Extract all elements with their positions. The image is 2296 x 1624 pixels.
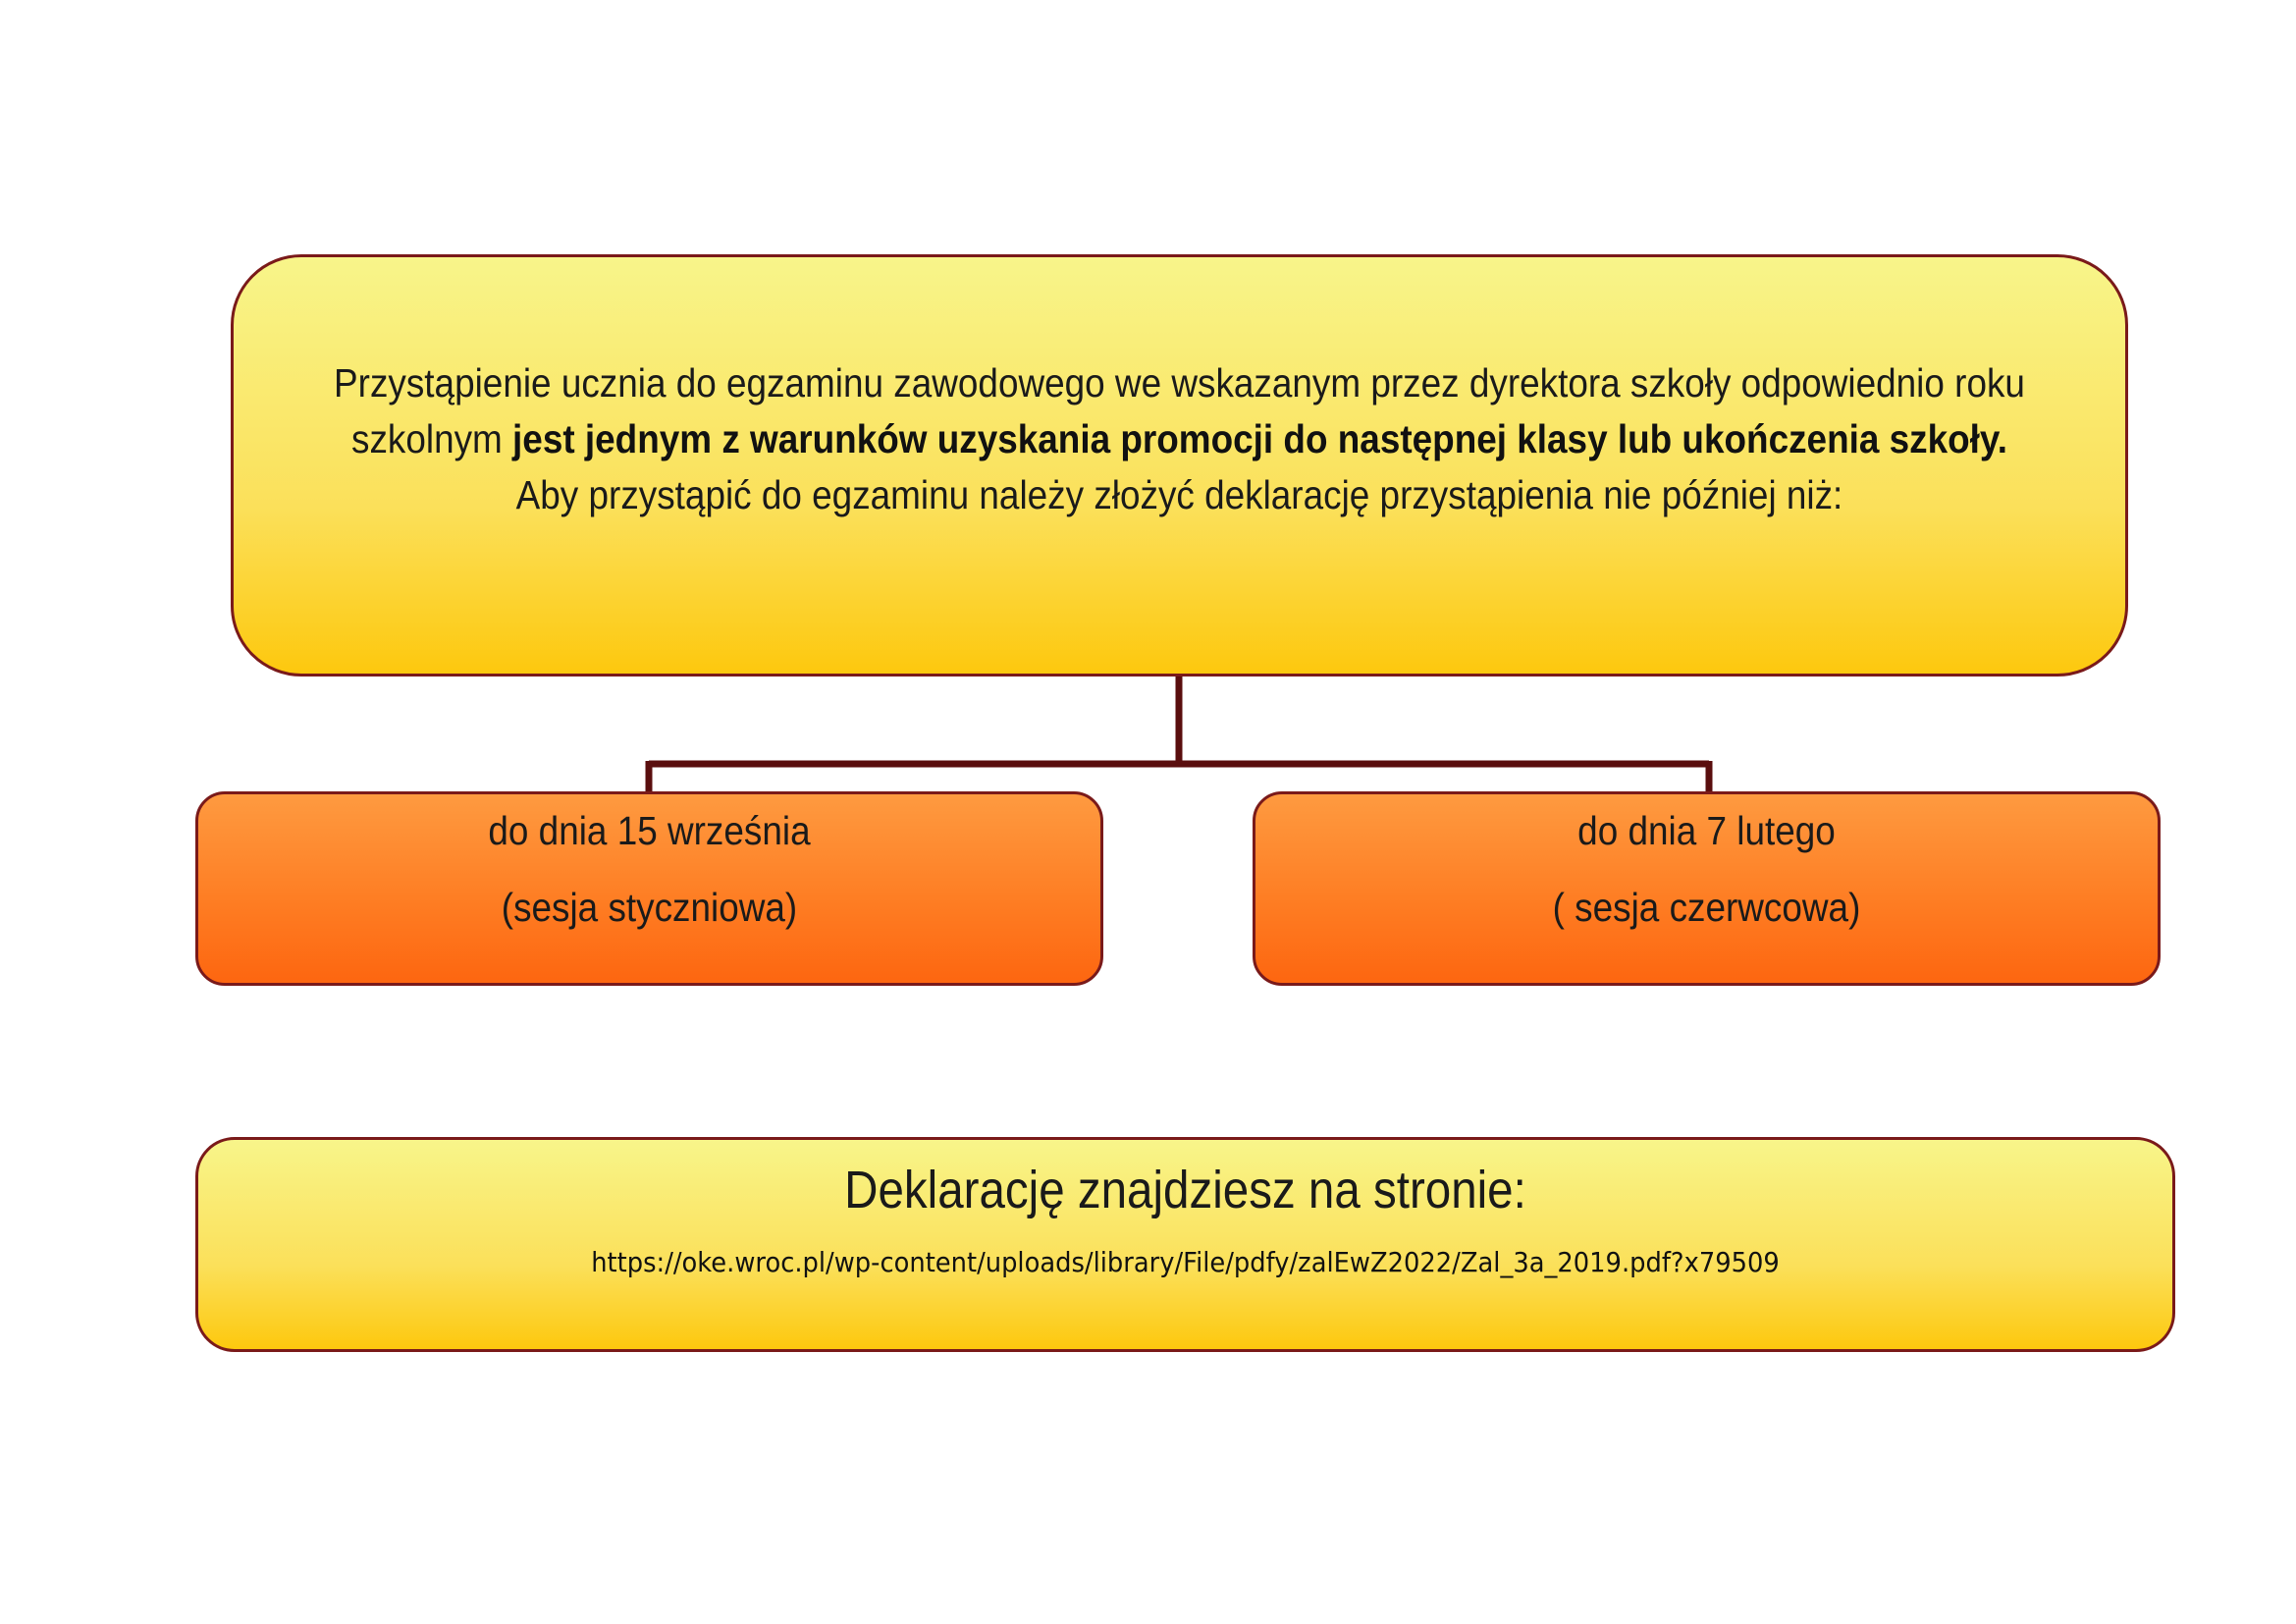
- declaration-box: Deklarację znajdziesz na stronie: https:…: [195, 1137, 2175, 1352]
- session-name: ( sesja czerwcowa): [1552, 885, 1861, 930]
- requirement-line-1: Przystąpienie ucznia do egzaminu zawodow…: [334, 360, 2025, 406]
- requirement-line-2: szkolnym jest jednym z warunków uzyskani…: [328, 411, 2030, 467]
- requirement-text: Przystąpienie ucznia do egzaminu zawodow…: [328, 355, 2030, 523]
- session-deadline: do dnia 15 września: [488, 808, 811, 853]
- session-name: (sesja styczniowa): [501, 885, 798, 930]
- declaration-url-link[interactable]: https://oke.wroc.pl/wp-content/uploads/l…: [591, 1246, 1780, 1278]
- requirement-line-2-bold: jest jednym z warunków uzyskania promocj…: [512, 416, 2007, 461]
- requirement-line-3: Aby przystąpić do egzaminu należy złożyć…: [515, 472, 1843, 517]
- declaration-title: Deklarację znajdziesz na stronie:: [844, 1161, 1526, 1219]
- requirement-line-2-prefix: szkolnym: [351, 416, 513, 461]
- session-box-january: do dnia 15 września (sesja styczniowa): [195, 791, 1103, 986]
- session-deadline: do dnia 7 lutego: [1577, 808, 1836, 853]
- session-box-june: do dnia 7 lutego ( sesja czerwcowa): [1253, 791, 2161, 986]
- requirement-box: Przystąpienie ucznia do egzaminu zawodow…: [231, 254, 2128, 677]
